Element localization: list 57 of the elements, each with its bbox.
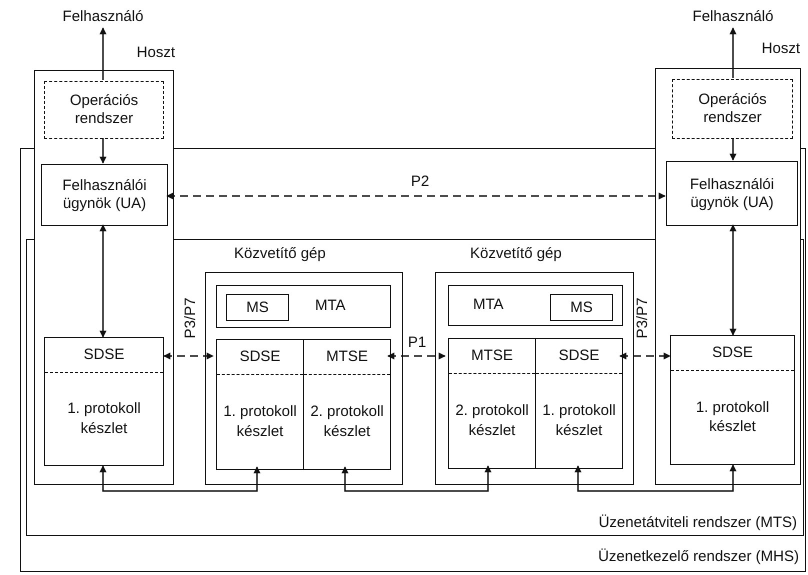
heading: Közvetítő gép <box>234 246 326 262</box>
heading: Közvetítő gép <box>470 246 562 262</box>
process-box <box>550 294 613 321</box>
heading: Hoszt <box>762 41 800 58</box>
arrow <box>574 464 736 492</box>
arrow <box>100 465 260 492</box>
user-label: Felhasználó <box>58 6 148 28</box>
box-label: Üzenetkezelő rendszer (MHS) <box>598 548 799 565</box>
user-label: Felhasználó <box>688 6 778 28</box>
dashed-box <box>44 81 164 139</box>
protocol-stack-box <box>303 339 391 470</box>
agent-box <box>448 285 623 326</box>
box-label: SDSE <box>240 348 280 366</box>
process-box <box>41 164 168 226</box>
box-label: MTA <box>473 297 504 314</box>
box-label: Felhasználói ügynök (UA) <box>61 177 148 213</box>
arrow <box>100 138 106 164</box>
process-box <box>226 294 289 321</box>
box-label: Operációs rendszer <box>697 91 768 127</box>
box-label: 1. protokoll készlet <box>222 402 298 441</box>
arrow <box>730 224 736 336</box>
box-label: 2. protokoll készlet <box>309 402 385 441</box>
arrow <box>342 465 492 492</box>
box-label: SDSE <box>84 346 124 364</box>
box-label: 1. protokoll készlet <box>694 398 770 436</box>
box-label: Operációs rendszer <box>68 92 140 128</box>
box-label: Felhasználói ügynök (UA) <box>688 176 776 212</box>
box-label: 1. protokoll készlet <box>66 399 142 438</box>
protocol-stack-box <box>535 338 623 469</box>
dashed-box <box>672 79 793 139</box>
arrow <box>163 352 214 360</box>
box-label: 1. protokoll készlet <box>541 401 617 440</box>
box-label: SDSE <box>558 347 600 365</box>
box-label: SDSE <box>712 344 753 362</box>
box-label: MTA <box>315 298 346 314</box>
box-label: MTSE <box>471 347 513 365</box>
box-label: 2. protokoll készlet <box>454 401 530 440</box>
arrow <box>730 27 736 78</box>
system-region <box>26 239 804 536</box>
protocol-stack-box <box>670 335 795 465</box>
box-label: MS <box>246 298 269 316</box>
arrow <box>387 352 446 360</box>
arrow <box>730 138 736 161</box>
arrow <box>100 27 106 80</box>
arrow <box>619 352 671 360</box>
box-label: Üzenetátviteli rendszer (MTS) <box>598 514 797 531</box>
protocol-stack-box <box>216 339 304 470</box>
arrow <box>166 192 666 200</box>
protocol-stack-box <box>448 338 536 469</box>
process-box <box>666 161 798 226</box>
arrow <box>100 224 106 338</box>
heading: Hoszt <box>136 45 175 62</box>
protocol-stack-box <box>44 337 164 466</box>
system-region <box>20 148 806 572</box>
agent-box <box>216 285 391 328</box>
box-label: MTSE <box>326 348 368 366</box>
box-label: MS <box>570 298 593 316</box>
